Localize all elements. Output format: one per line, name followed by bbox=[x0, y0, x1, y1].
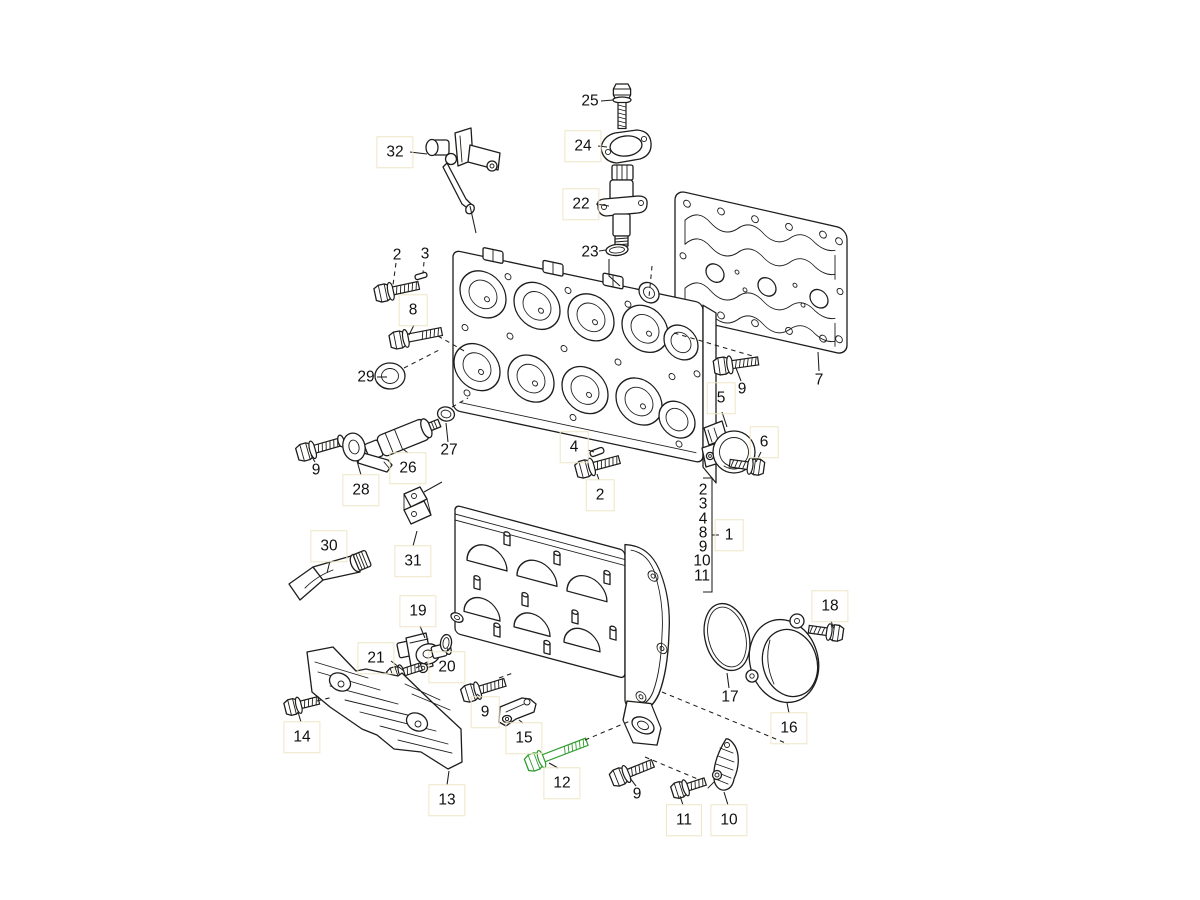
o-ring-17 bbox=[703, 602, 751, 672]
bracket-15 bbox=[498, 697, 537, 727]
part-label-13[interactable]: 13 bbox=[428, 784, 466, 816]
o-ring-23 bbox=[605, 243, 629, 257]
part-label-10[interactable]: 10 bbox=[710, 804, 748, 836]
part-label-19[interactable]: 19 bbox=[399, 595, 437, 627]
part-label-4[interactable]: 4 bbox=[559, 431, 589, 463]
bolt-18 bbox=[806, 620, 845, 643]
part-label-1[interactable]: 1 bbox=[714, 519, 744, 551]
sealant-tube-30 bbox=[288, 549, 372, 601]
assembly-dashes bbox=[316, 261, 789, 781]
part-label-9-left[interactable]: 9 bbox=[311, 461, 321, 479]
bracket-assembly-32 bbox=[425, 127, 501, 234]
bolt-25 bbox=[612, 83, 632, 130]
part-label-9-bottom[interactable]: 9 bbox=[632, 785, 642, 803]
part-label-3[interactable]: 3 bbox=[420, 245, 430, 263]
part-label-15[interactable]: 15 bbox=[505, 722, 543, 754]
part-label-22[interactable]: 22 bbox=[562, 188, 600, 220]
bolt-9-left bbox=[294, 432, 344, 464]
part-label-7[interactable]: 7 bbox=[814, 371, 824, 389]
part-label-11[interactable]: 11 bbox=[665, 804, 703, 836]
assembly-item-10[interactable]: 10 bbox=[693, 552, 711, 570]
assembly-item-9[interactable]: 9 bbox=[698, 538, 708, 556]
cover-bolt-holes bbox=[461, 273, 701, 448]
part-label-25[interactable]: 25 bbox=[581, 92, 599, 110]
seal-ring-29 bbox=[374, 362, 406, 390]
assembly-item-2[interactable]: 2 bbox=[698, 481, 708, 499]
part-label-23[interactable]: 23 bbox=[581, 243, 599, 261]
bracket-31 bbox=[403, 481, 443, 525]
part-label-2-top[interactable]: 2 bbox=[392, 246, 402, 264]
bolt-8 bbox=[387, 322, 445, 352]
dowel-pin-4 bbox=[589, 446, 605, 458]
assembly-item-11[interactable]: 11 bbox=[693, 567, 711, 585]
dowel-pin-3 bbox=[414, 271, 428, 281]
part-label-12-highlighted[interactable]: 12 bbox=[543, 767, 581, 799]
part-label-9-mid[interactable]: 9 bbox=[470, 696, 500, 728]
part-label-32[interactable]: 32 bbox=[376, 136, 414, 168]
part-label-18[interactable]: 18 bbox=[811, 590, 849, 622]
bolt-14 bbox=[282, 691, 322, 718]
part-label-30[interactable]: 30 bbox=[310, 530, 348, 562]
chain-guide-10 bbox=[707, 738, 739, 791]
part-label-2-mid[interactable]: 2 bbox=[585, 479, 615, 511]
cover-gasket bbox=[674, 191, 848, 354]
cover-plate-24 bbox=[600, 129, 652, 164]
part-label-5[interactable]: 5 bbox=[706, 382, 736, 414]
end-cover-16 bbox=[745, 613, 820, 704]
bearing-arches bbox=[463, 544, 608, 653]
part-label-14[interactable]: 14 bbox=[283, 721, 321, 753]
valve-cover bbox=[452, 247, 717, 484]
camshaft-housing bbox=[450, 505, 670, 746]
assembly-item-3[interactable]: 3 bbox=[698, 495, 708, 513]
heat-shield-13 bbox=[306, 646, 463, 770]
o-ring-27 bbox=[436, 406, 456, 422]
cam-bores-row1 bbox=[459, 270, 699, 361]
assembly-item-8[interactable]: 8 bbox=[698, 524, 708, 542]
housing-studs bbox=[473, 531, 617, 656]
bracket-28 bbox=[337, 432, 393, 473]
bolt-9-bottom bbox=[607, 754, 657, 789]
part-label-27[interactable]: 27 bbox=[440, 441, 458, 459]
part-label-29[interactable]: 29 bbox=[357, 368, 375, 386]
part-label-9-top-right[interactable]: 9 bbox=[737, 380, 747, 398]
part-label-21[interactable]: 21 bbox=[357, 642, 395, 674]
part-label-31[interactable]: 31 bbox=[394, 545, 432, 577]
part-label-26[interactable]: 26 bbox=[389, 452, 427, 484]
part-label-8[interactable]: 8 bbox=[398, 294, 428, 326]
part-label-20[interactable]: 20 bbox=[428, 651, 466, 683]
part-label-17[interactable]: 17 bbox=[721, 688, 739, 706]
bolt-11 bbox=[669, 772, 709, 801]
part-label-6[interactable]: 6 bbox=[749, 426, 779, 458]
cam-bores-row2 bbox=[453, 342, 696, 439]
part-label-28[interactable]: 28 bbox=[342, 474, 380, 506]
part-label-24[interactable]: 24 bbox=[564, 130, 602, 162]
part-label-16[interactable]: 16 bbox=[770, 712, 808, 744]
assembly-item-4[interactable]: 4 bbox=[698, 510, 708, 528]
leader-lines bbox=[297, 99, 835, 806]
cam-cap-bumps bbox=[482, 247, 624, 290]
bolt-9-top-right bbox=[712, 351, 761, 377]
